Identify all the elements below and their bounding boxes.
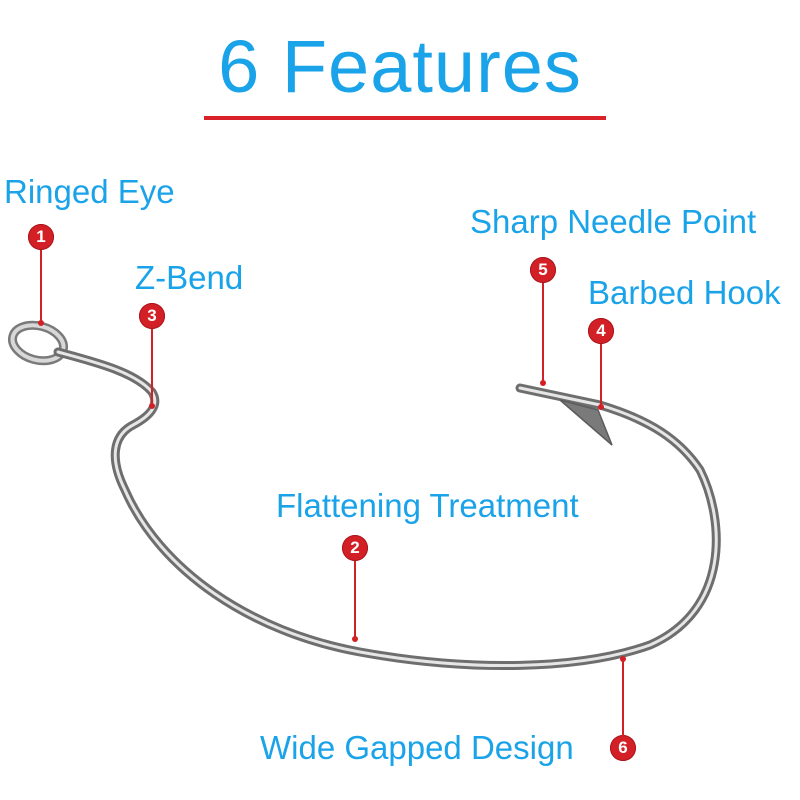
- leader-dot-2: [352, 636, 358, 642]
- leader-dot-3: [149, 403, 155, 409]
- leader-dot-4: [598, 404, 604, 410]
- feature-badge-6: 6: [610, 735, 636, 761]
- leader-line-3: [151, 329, 153, 405]
- feature-label-barbed-hook: Barbed Hook: [588, 274, 781, 311]
- leader-dot-5: [540, 380, 546, 386]
- hook-barb: [559, 399, 613, 446]
- title-underline: [204, 116, 606, 120]
- leader-line-2: [354, 561, 356, 639]
- feature-label-ringed-eye: Ringed Eye: [4, 173, 175, 210]
- feature-badge-5: 5: [530, 257, 556, 283]
- feature-badge-4: 4: [588, 318, 614, 344]
- leader-line-1: [40, 250, 42, 322]
- feature-badge-1: 1: [28, 224, 54, 250]
- leader-line-5: [542, 283, 544, 381]
- hook-eye: [8, 320, 68, 366]
- feature-badge-3: 3: [139, 303, 165, 329]
- leader-dot-6: [620, 656, 626, 662]
- page-title: 6 Features: [218, 25, 582, 108]
- feature-label-sharp-needle-point: Sharp Needle Point: [470, 203, 757, 240]
- feature-label-z-bend: Z-Bend: [135, 259, 244, 296]
- feature-badge-2: 2: [342, 535, 368, 561]
- feature-label-flattening-treatment: Flattening Treatment: [276, 487, 579, 524]
- feature-label-wide-gapped-design: Wide Gapped Design: [260, 729, 574, 766]
- leader-line-6: [622, 660, 624, 736]
- leader-line-4: [600, 344, 602, 406]
- leader-dot-1: [38, 320, 44, 326]
